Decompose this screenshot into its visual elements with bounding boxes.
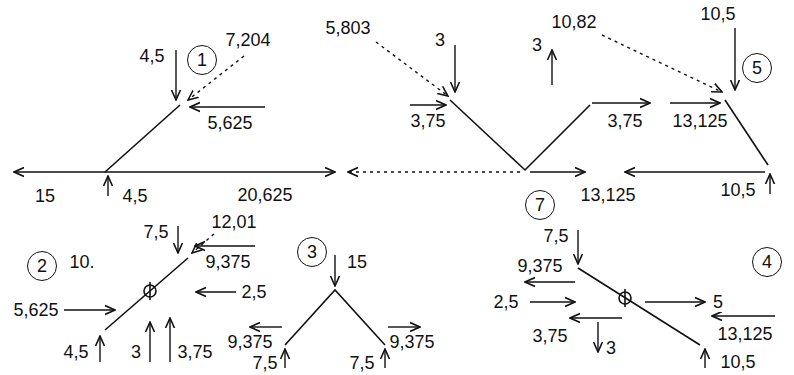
force-arrow [410,104,446,105]
member-line [578,268,700,345]
force-value: 12,01 [209,212,258,233]
member-number: 1 [197,51,207,69]
force-value: 2,5 [491,292,520,313]
member-line [105,105,180,172]
force-value: 10,5 [718,352,757,373]
force-value: 3,75 [175,342,214,363]
member-number: 4 [762,253,772,271]
force-value: 15 [345,252,369,273]
force-arrow [334,255,335,286]
force-arrow [704,349,705,368]
force-value: 7,5 [347,353,376,374]
member-number-circle: 3 [297,237,327,267]
force-value: 9,375 [203,252,252,273]
force-arrow [169,318,170,362]
force-value: 4,5 [61,342,90,363]
force-arrow [149,322,150,362]
member-number-circle: 4 [752,247,782,277]
member-number-circle: 7 [525,190,555,220]
force-value: 4,5 [137,46,166,67]
member-line [105,258,188,330]
member-line [725,100,768,165]
force-arrow [577,230,578,264]
force-value: 9,375 [515,256,564,277]
force-arrow [388,326,420,327]
force-arrow [712,315,775,316]
force-arrow [525,281,575,282]
force-value: 4,5 [120,186,149,207]
force-value: 7,5 [141,222,170,243]
force-arrow [107,176,108,196]
force-arrow [14,171,105,172]
force-value: 13,125 [578,185,637,206]
force-value: 10,5 [718,180,757,201]
force-arrow [551,50,552,85]
force-arrow [250,326,282,327]
force-arrow [530,301,575,302]
force-value: 9,375 [387,332,436,353]
force-arrow [570,317,622,318]
member-line [285,290,385,345]
member-number-circle: 1 [187,45,217,75]
force-arrow [645,301,705,302]
force-arrow [192,234,214,253]
force-value: 13,125 [715,324,774,345]
force-value: 5,803 [323,18,372,39]
force-arrow [625,171,765,172]
force-arrow [195,245,255,246]
force-value: 9,375 [225,332,274,353]
force-value: 15 [33,186,57,207]
force-arrow [454,45,455,92]
force-value: 3,75 [408,111,447,132]
force-value: 3 [530,35,544,56]
member-number-circle: 2 [27,251,57,281]
member-number: 2 [37,257,47,275]
force-arrow [190,106,265,107]
hinge-symbol [624,289,626,307]
hinge-symbol [149,282,151,300]
force-value: 5,625 [205,113,254,134]
force-value: 10. [67,252,96,273]
force-value: 7,5 [250,353,279,374]
force-arrow [177,226,178,253]
force-arrow [592,102,650,103]
force-value: 5 [711,292,725,313]
member-number: 3 [307,243,317,261]
force-value: 13,125 [670,111,729,132]
force-value: 10,82 [549,12,598,33]
force-arrow [99,336,100,362]
force-arrow [384,349,385,368]
force-value: 20,625 [235,185,294,206]
force-value: 3 [129,342,143,363]
force-arrow [105,171,335,172]
force-arrow [64,309,115,310]
force-value: 7,204 [223,30,272,51]
force-value: 3,75 [530,326,569,347]
force-arrow [284,349,285,368]
force-value: 3 [604,338,618,359]
force-arrow [769,174,770,194]
force-arrow [734,28,735,90]
force-value: 3,75 [605,111,644,132]
force-value: 3 [433,30,447,51]
force-arrow [175,50,176,100]
force-arrow [670,102,720,103]
force-arrow [530,171,585,172]
force-arrow [348,171,520,172]
force-value: 7,5 [541,226,570,247]
member-number-circle: 5 [742,53,772,83]
member-number: 5 [752,59,762,77]
force-value: 5,625 [11,300,60,321]
member-line [450,100,590,170]
member-number: 7 [535,196,545,214]
force-arrow [602,35,722,92]
force-arrow [196,291,236,292]
force-value: 2,5 [239,282,268,303]
force-value: 10,5 [698,4,737,25]
force-arrow [597,322,598,352]
